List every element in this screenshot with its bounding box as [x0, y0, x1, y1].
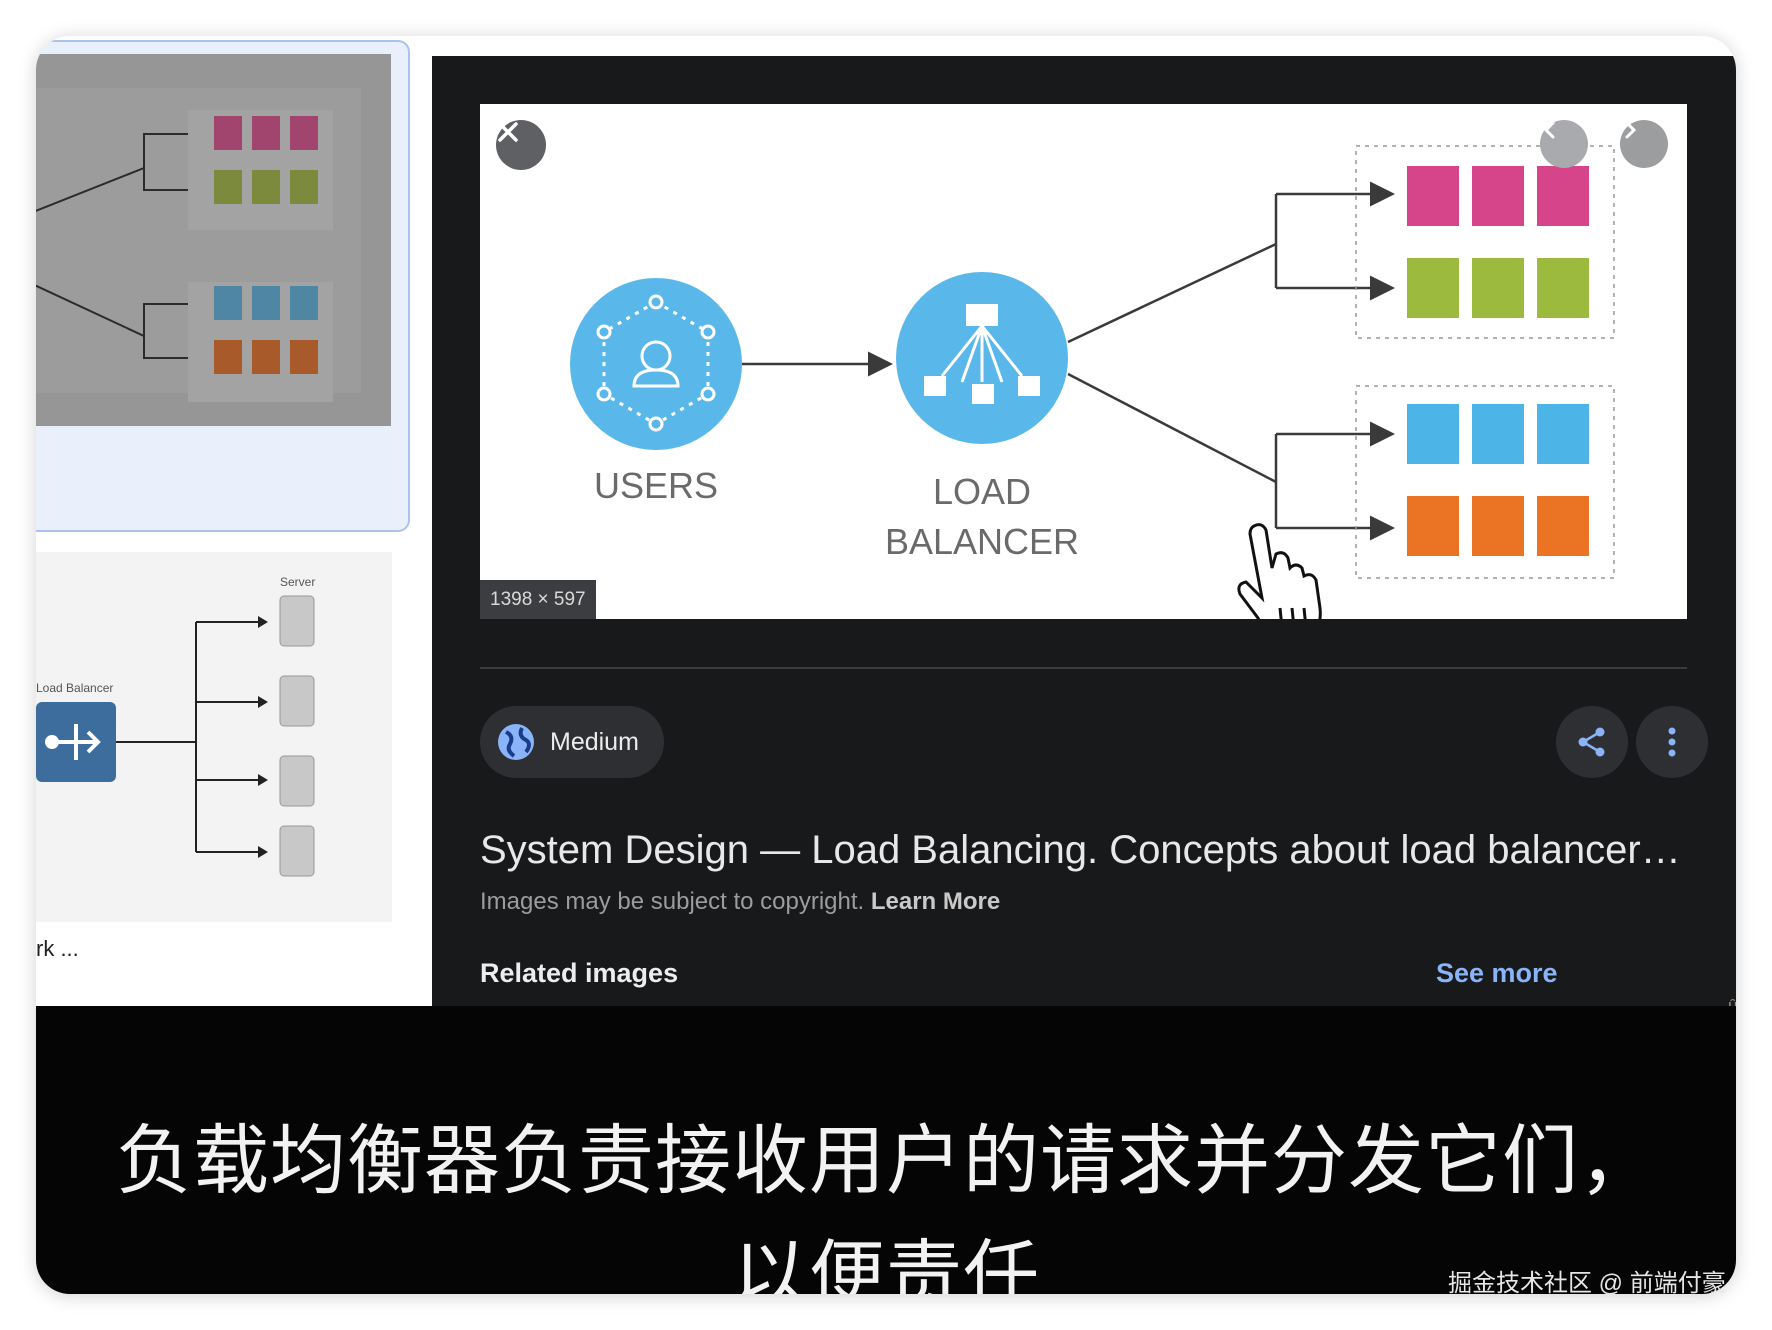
hand-cursor-icon	[1237, 523, 1322, 619]
udemy-watermark: ûdem	[1728, 996, 1736, 1016]
result-title[interactable]: System Design — Load Balancing. Concepts…	[480, 828, 1681, 872]
load-balancer-label-line1: LOAD	[933, 471, 1031, 512]
globe-icon	[498, 724, 534, 760]
users-label: USERS	[594, 465, 718, 506]
subtitle-line-1: 负载均衡器负责接收用户的请求并分发它们，	[116, 1119, 1656, 1204]
copyright-text: Images may be subject to copyright.	[480, 888, 865, 915]
chevron-left-icon	[1543, 121, 1555, 139]
divider	[480, 667, 1687, 669]
thumb-load-balancer-label: Load Balancer	[36, 681, 113, 695]
load-balancer-thumbnail-diagram: Server Load Balancer	[36, 575, 315, 877]
selected-thumbnail[interactable]	[36, 40, 410, 532]
subtitle-bar	[36, 1006, 1736, 1294]
share-icon	[1578, 727, 1605, 757]
more-options-button[interactable]	[1636, 706, 1708, 778]
preview-panel: USERS LOAD BALANCER	[432, 56, 1736, 1015]
chevron-right-icon	[1625, 121, 1637, 139]
load-balancer-label-line2: BALANCER	[885, 521, 1079, 562]
close-icon	[498, 122, 518, 142]
previous-image-button[interactable]	[1540, 120, 1588, 168]
users-circle	[570, 278, 742, 450]
image-search-page: Server Load Balancer	[36, 36, 1736, 1015]
thumb-server-label: Server	[280, 575, 315, 589]
see-more-link[interactable]: See more	[1436, 958, 1558, 988]
server-group-bottom	[1355, 385, 1615, 579]
close-button[interactable]	[496, 120, 546, 170]
source-name: Medium	[550, 727, 639, 756]
source-chip[interactable]: Medium	[480, 706, 664, 778]
copyright-notice: Images may be subject to copyright. Lear…	[480, 888, 1000, 916]
subtitle-line-2: 以便责任	[732, 1234, 1040, 1294]
thumbnail-caption[interactable]: rk ...	[36, 936, 79, 961]
users-icon	[596, 294, 716, 432]
learn-more-link[interactable]: Learn More	[870, 888, 1001, 915]
load-balancer-icon	[924, 304, 1040, 404]
load-balancer-diagram: USERS LOAD BALANCER	[570, 145, 1615, 619]
related-thumbnail[interactable]: Server Load Balancer	[36, 552, 392, 922]
more-vert-icon	[1668, 727, 1676, 757]
share-button[interactable]	[1556, 706, 1628, 778]
screen-frame: Server Load Balancer	[36, 36, 1736, 1294]
related-images-heading: Related images	[480, 958, 679, 988]
image-dimensions-badge: 1398 × 597	[480, 580, 596, 619]
server-blocks	[1407, 166, 1589, 556]
site-watermark: 掘金技术社区 @ 前端付豪	[1448, 1270, 1726, 1297]
preview-image[interactable]: USERS LOAD BALANCER	[480, 104, 1687, 619]
thumbnail-diagram	[36, 110, 333, 402]
next-image-button[interactable]	[1620, 120, 1668, 168]
server-group-top	[1355, 145, 1615, 339]
